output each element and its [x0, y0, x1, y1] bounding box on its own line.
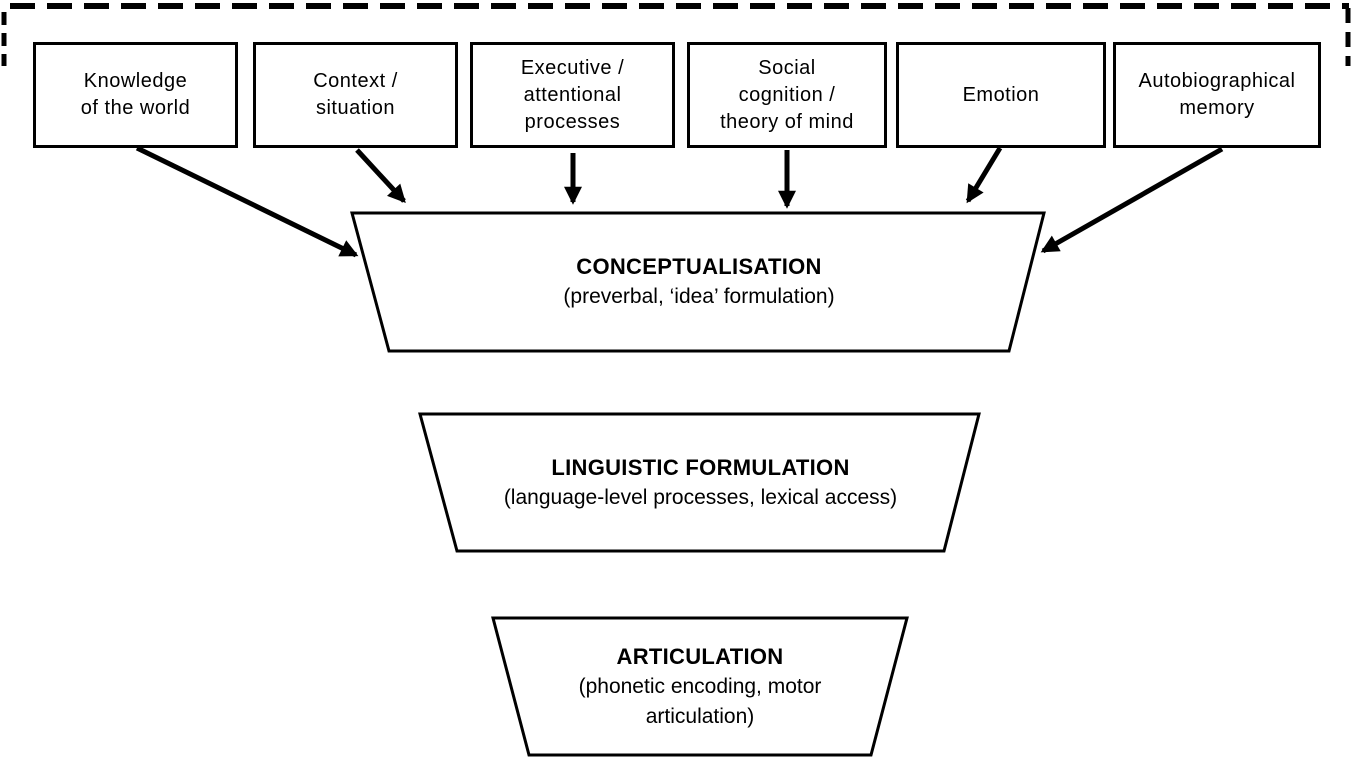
box-autobiographical-memory-label: Autobiographical memory: [1138, 70, 1296, 119]
arrow-context-to-conceptualisation: [355, 148, 406, 203]
box-context-situation: Context / situation: [253, 42, 458, 148]
box-knowledge-of-the-world: Knowledge of the world: [33, 42, 238, 148]
box-executive-attentional-processes-label: Executive / attentional processes: [520, 56, 625, 133]
linguistic-formulation-trapezoid: [418, 412, 981, 553]
box-autobiographical-memory: Autobiographical memory: [1113, 42, 1321, 148]
box-emotion: Emotion: [896, 42, 1106, 148]
box-social-cognition-theory-of-mind: Social cognition / theory of mind: [687, 42, 887, 148]
box-executive-attentional-processes: Executive / attentional processes: [470, 42, 675, 148]
arrow-emotion-to-conceptualisation: [965, 146, 1003, 204]
arrow-autobiographical-to-conceptualisation: [1040, 146, 1224, 254]
articulation-trapezoid: [491, 616, 909, 757]
box-context-situation-label: Context / situation: [313, 70, 398, 119]
box-knowledge-of-the-world-label: Knowledge of the world: [80, 70, 191, 119]
conceptualisation-trapezoid: [350, 211, 1046, 353]
arrow-knowledge-to-conceptualisation: [135, 145, 359, 258]
box-emotion-label: Emotion: [962, 83, 1040, 106]
box-social-cognition-theory-of-mind-label: Social cognition / theory of mind: [720, 56, 854, 133]
